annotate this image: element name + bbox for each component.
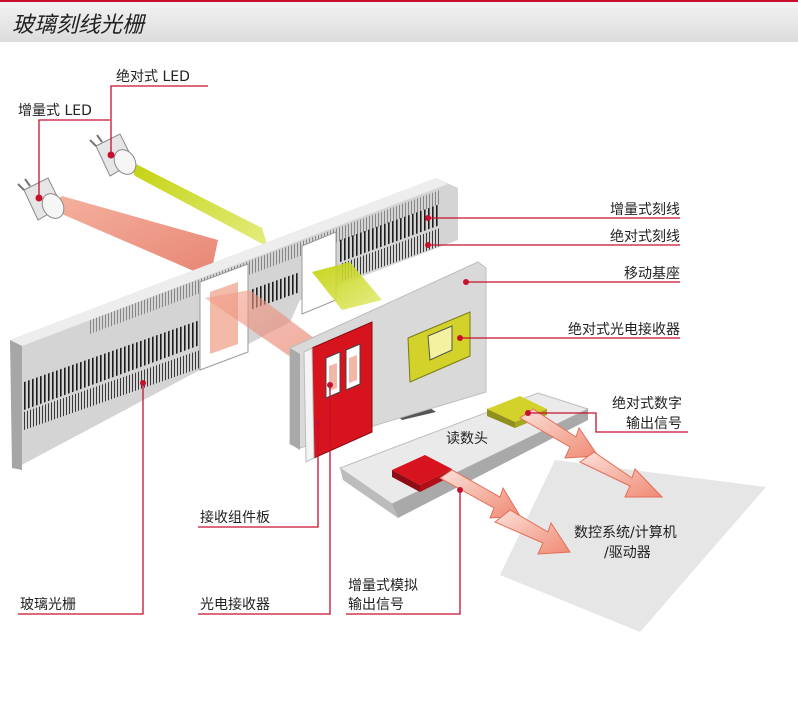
absolute-led-beam xyxy=(128,160,268,247)
leader-absolute-digital xyxy=(528,412,688,433)
label-incremental-analog-line2: 输出信号 xyxy=(348,597,404,613)
incremental-line-band xyxy=(24,320,200,410)
absolute-output-arrows xyxy=(519,408,664,498)
page-title: 玻璃刻线光栅 xyxy=(12,13,147,38)
label-cnc-line1: 数控系统/计算机 xyxy=(574,525,677,541)
leader-absolute-led xyxy=(110,85,208,155)
label-read-head: 读数头 xyxy=(446,430,488,447)
label-incremental-analog-line1: 增量式模拟 xyxy=(348,578,418,594)
header-background xyxy=(0,0,798,42)
absolute-receiver xyxy=(407,311,471,383)
incremental-led-beam xyxy=(48,196,218,278)
label-glass-grating: 玻璃光栅 xyxy=(20,596,76,613)
header: 玻璃刻线光栅 xyxy=(0,0,798,42)
output-plane xyxy=(500,460,766,632)
receiver-board xyxy=(303,321,373,463)
leader-glass-grating xyxy=(18,383,144,615)
absolute-line-band xyxy=(24,350,200,430)
label-absolute-lines: 绝对式刻线 xyxy=(610,229,680,245)
leader-incremental-led xyxy=(38,119,110,198)
label-photo-receiver: 光电接收器 xyxy=(200,596,270,613)
absolute-led xyxy=(89,133,137,177)
label-incremental-led: 增量式 LED xyxy=(18,103,92,119)
label-absolute-digital-line2: 输出信号 xyxy=(626,416,682,432)
label-cnc-line2: /驱动器 xyxy=(604,545,651,561)
label-receiver-board: 接收组件板 xyxy=(200,509,270,526)
label-absolute-receiver: 绝对式光电接收器 xyxy=(568,321,680,338)
label-absolute-digital-line1: 绝对式数字 xyxy=(612,396,682,412)
incremental-output-arrows xyxy=(439,469,571,555)
scale-window-2 xyxy=(301,231,382,315)
incremental-led xyxy=(17,177,65,221)
label-incremental-lines: 增量式刻线 xyxy=(610,202,680,218)
label-absolute-led: 绝对式 LED xyxy=(116,69,190,85)
leader-incremental-analog xyxy=(346,490,461,615)
leader-photo-receiver xyxy=(198,385,331,615)
leader-lines xyxy=(18,85,688,615)
leader-receiver-board xyxy=(198,423,319,528)
label-moving-base: 移动基座 xyxy=(624,265,680,282)
